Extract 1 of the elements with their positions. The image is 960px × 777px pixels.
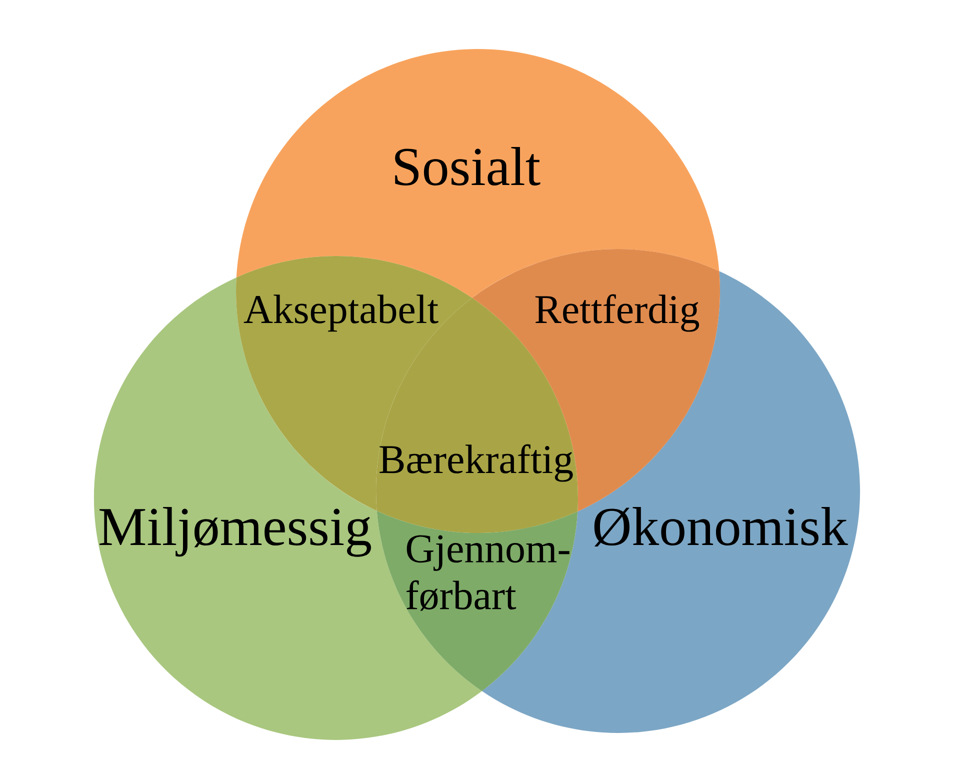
overlap-region: Gjennom- førbart [376, 510, 578, 692]
